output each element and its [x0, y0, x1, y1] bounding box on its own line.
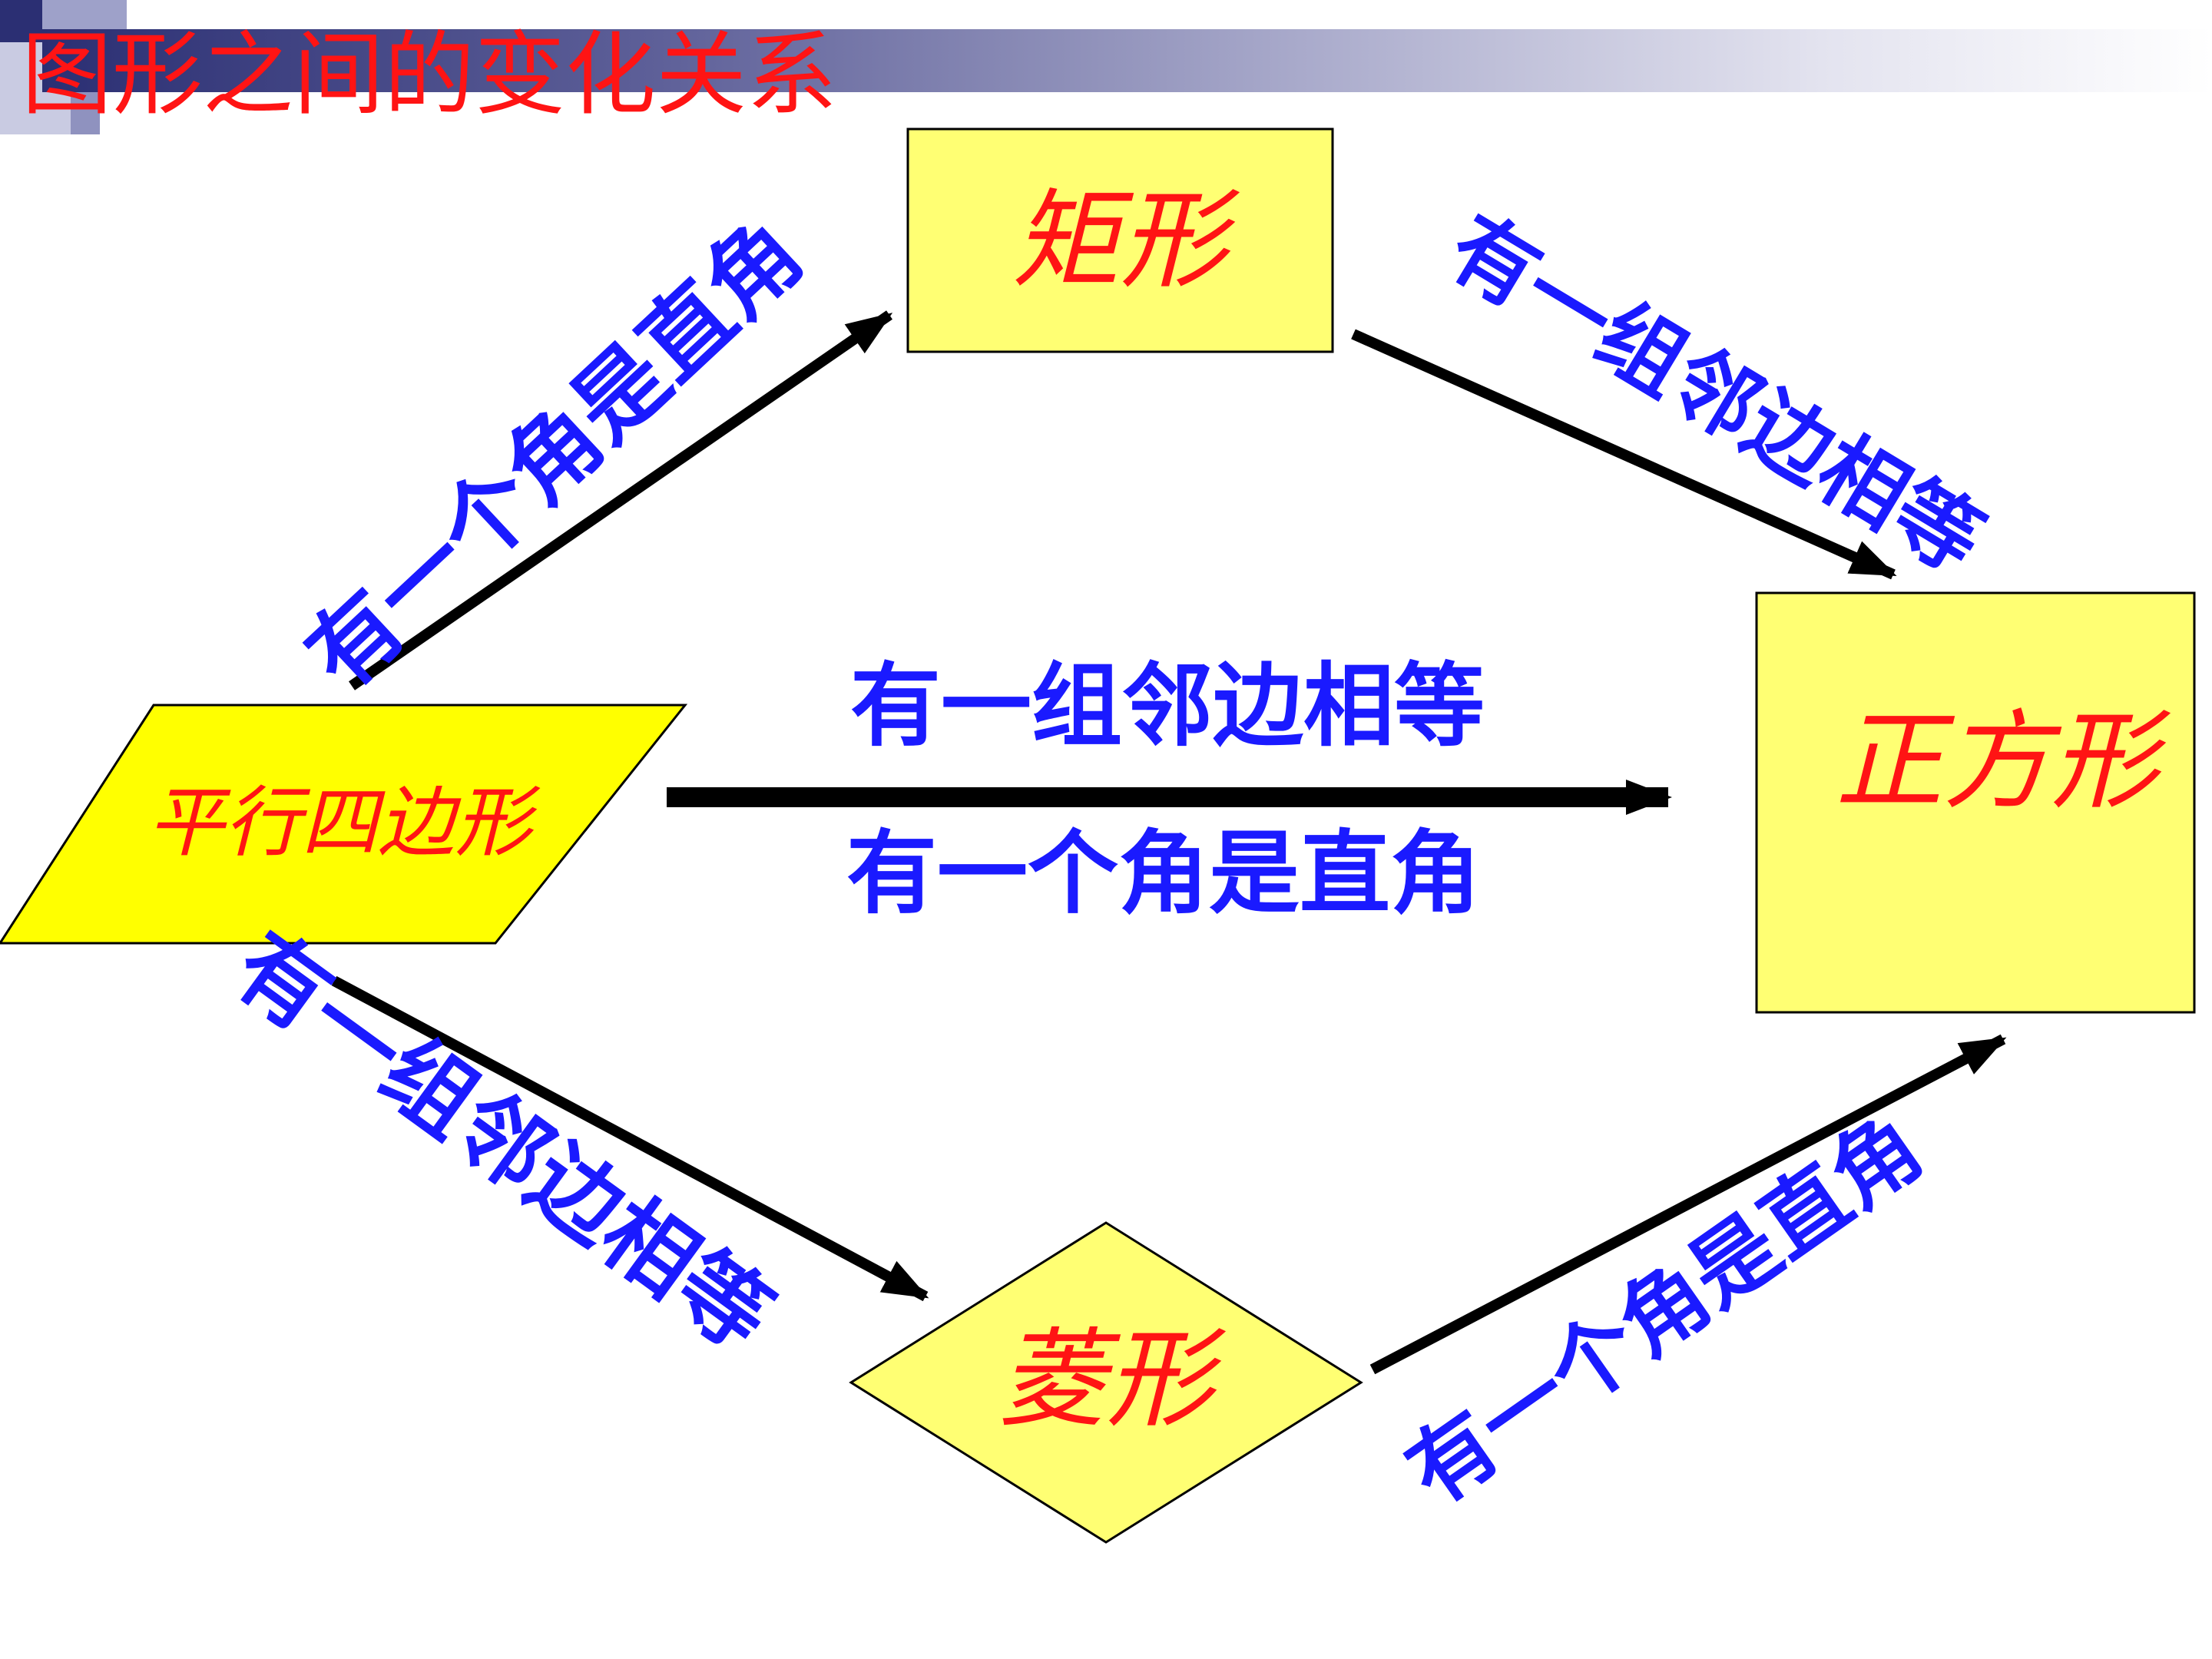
label-parallelogram-to-square-top: 有一组邻边相等 — [850, 653, 1485, 759]
arrow-rectangle-to-square — [1351, 329, 1897, 580]
rhombus-label: 菱形 — [998, 1318, 1227, 1443]
arrow-rhombus-to-square — [1369, 1034, 2007, 1375]
rectangle-label: 矩形 — [1012, 179, 1240, 304]
label-parallelogram-to-rhombus: 有一组邻边相等 — [215, 912, 790, 1370]
decor-square-dark — [0, 0, 42, 42]
decor-square-small — [71, 92, 100, 134]
parallelogram-shape — [0, 704, 688, 945]
arrow-parallelogram-to-rhombus — [331, 975, 929, 1302]
square-label: 正方形 — [1836, 700, 2171, 825]
rhombus-shape — [849, 1221, 1363, 1544]
label-parallelogram-to-rectangle: 有一个角是直角 — [286, 199, 823, 709]
square-shape — [1755, 591, 2196, 1014]
rectangle-shape — [906, 127, 1334, 353]
label-parallelogram-to-square-bottom: 有一个角是直角 — [846, 820, 1481, 926]
arrow-parallelogram-to-rectangle — [349, 310, 893, 690]
label-rectangle-to-square: 有一组邻边相等 — [1432, 197, 1999, 592]
parallelogram-label: 平行四边形 — [147, 778, 541, 868]
title-gradient-bar — [42, 29, 2212, 92]
label-rhombus-to-square: 有一个角是直角 — [1389, 1097, 1940, 1524]
page-title: 图形之间的变化关系 — [22, 22, 838, 127]
decor-square-light — [42, 0, 127, 29]
